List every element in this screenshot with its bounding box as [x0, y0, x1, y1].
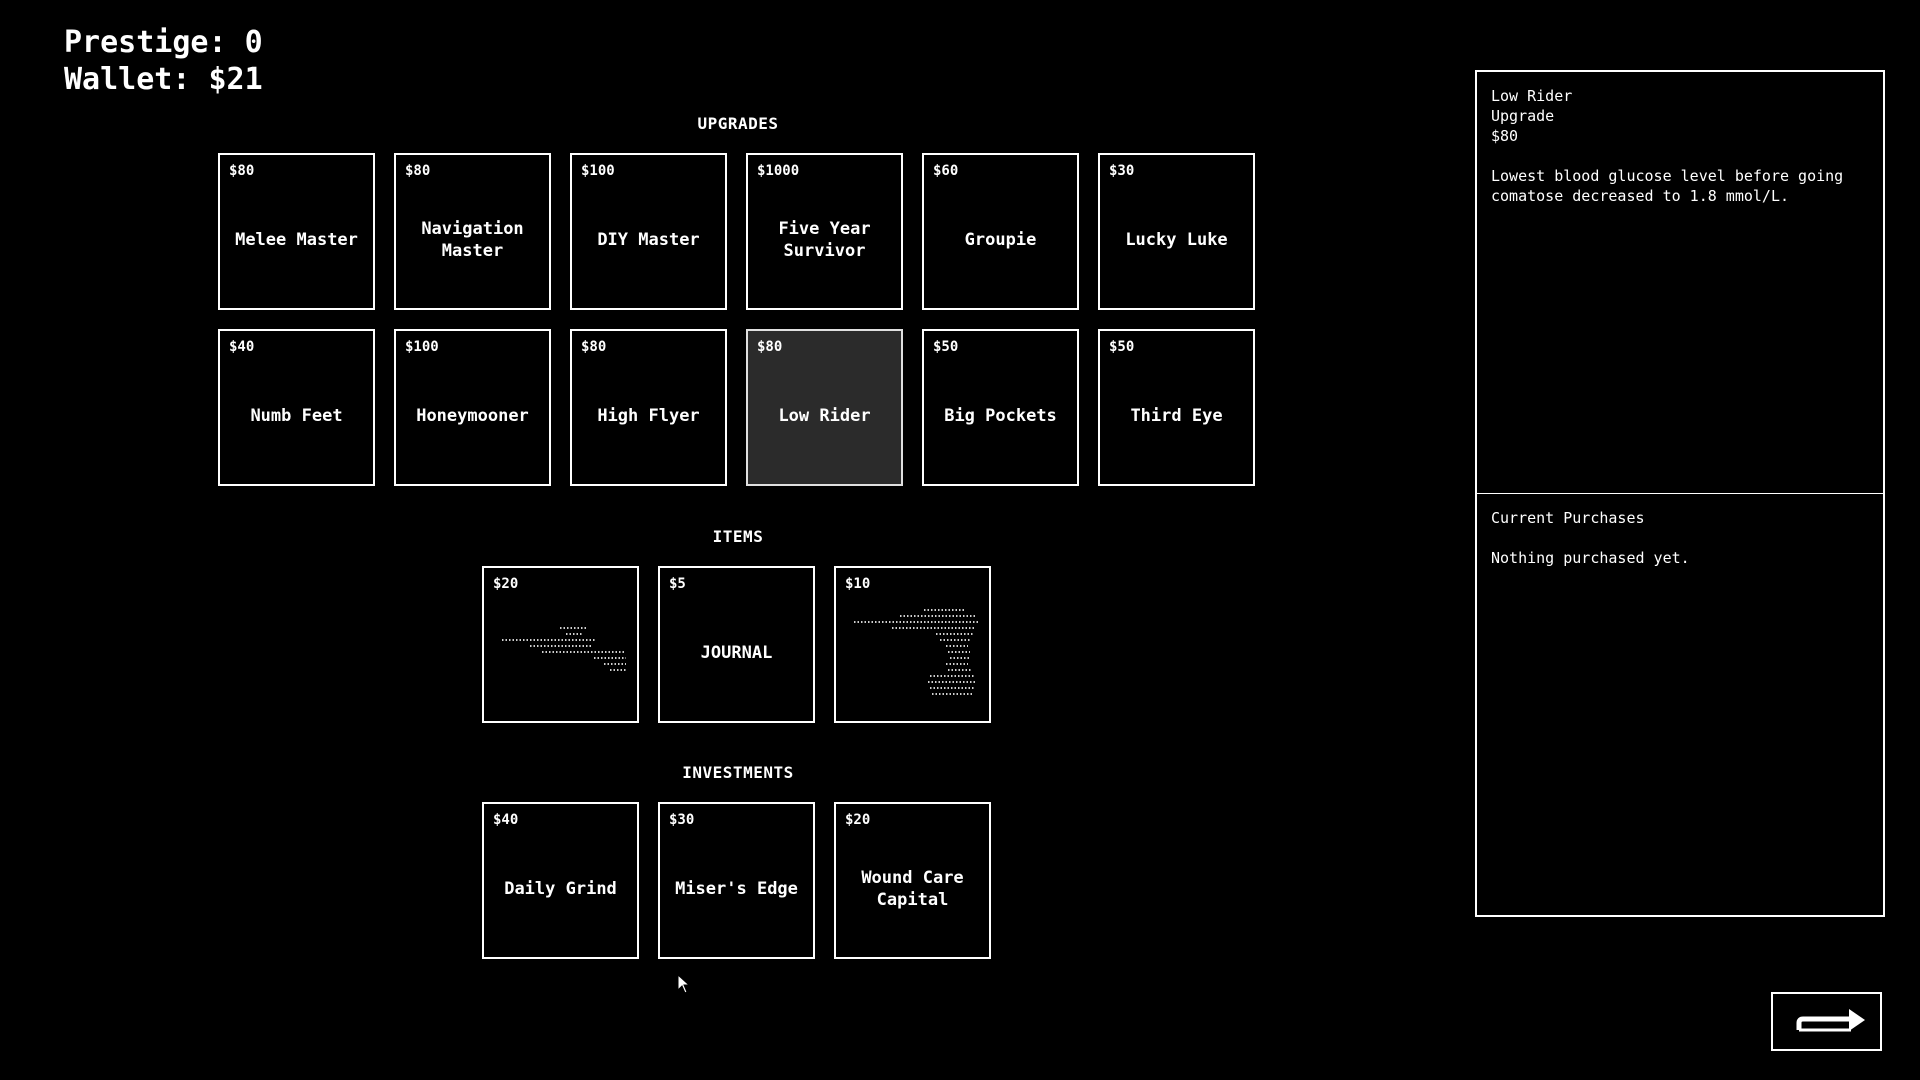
purchases-panel: Current Purchases Nothing purchased yet. [1475, 493, 1885, 917]
upgrade-card-low-rider[interactable]: $80 Low Rider [746, 329, 903, 486]
card-name: Numb Feet [250, 405, 343, 426]
card-name: High Flyer [597, 405, 700, 426]
card-price: $40 [493, 812, 519, 828]
card-price: $80 [229, 163, 255, 179]
upgrades-heading: UPGRADES [697, 114, 779, 133]
card-price: $100 [405, 339, 439, 355]
upgrade-card-groupie[interactable]: $60 Groupie [922, 153, 1079, 310]
investment-card-misers-edge[interactable]: $30 Miser's Edge [658, 802, 815, 959]
upgrade-card-navigation-master[interactable]: $80 Navigation Master [394, 153, 551, 310]
investment-card-daily-grind[interactable]: $40 Daily Grind [482, 802, 639, 959]
prestige-counter: Prestige: 0 [64, 25, 263, 60]
wallet-balance: Wallet: $21 [64, 62, 263, 97]
detail-price: $80 [1491, 127, 1519, 145]
card-price: $50 [1109, 339, 1135, 355]
card-price: $50 [933, 339, 959, 355]
ascii-rifle-icon [502, 627, 626, 671]
card-name: Groupie [964, 229, 1037, 250]
card-price: $30 [1109, 163, 1135, 179]
card-name: Honeymooner [416, 405, 529, 426]
purchases-heading: Current Purchases [1491, 509, 1645, 527]
card-name: Melee Master [235, 229, 358, 250]
upgrade-card-diy-master[interactable]: $100 DIY Master [570, 153, 727, 310]
investments-heading: INVESTMENTS [682, 763, 794, 782]
card-name: DIY Master [597, 229, 700, 250]
upgrade-card-lucky-luke[interactable]: $30 Lucky Luke [1098, 153, 1255, 310]
card-price: $1000 [757, 163, 800, 179]
item-card-journal[interactable]: $5 JOURNAL [658, 566, 815, 723]
card-price: $80 [405, 163, 431, 179]
card-name: Navigation Master [421, 218, 524, 261]
item-card-pistol[interactable]: $10 [834, 566, 991, 723]
detail-description: Lowest blood glucose level before going … [1491, 167, 1844, 205]
next-arrow-icon [1796, 1009, 1865, 1032]
ascii-pistol-icon [854, 609, 978, 695]
card-price: $60 [933, 163, 959, 179]
purchases-empty-text: Nothing purchased yet. [1491, 549, 1690, 567]
card-price: $20 [845, 812, 871, 828]
card-price: $80 [581, 339, 607, 355]
upgrade-card-five-year-survivor[interactable]: $1000 Five Year Survivor [746, 153, 903, 310]
card-price: $100 [581, 163, 615, 179]
card-name: Daily Grind [504, 878, 617, 899]
card-name: Big Pockets [944, 405, 1057, 426]
player-stats: Prestige: 0 Wallet: $21 [64, 24, 263, 98]
card-name: Low Rider [778, 405, 871, 426]
upgrade-card-third-eye[interactable]: $50 Third Eye [1098, 329, 1255, 486]
card-name: Third Eye [1130, 405, 1223, 426]
detail-title: Low Rider [1491, 87, 1573, 105]
detail-type: Upgrade [1491, 107, 1555, 125]
card-price: $40 [229, 339, 255, 355]
upgrade-card-big-pockets[interactable]: $50 Big Pockets [922, 329, 1079, 486]
next-button[interactable] [1771, 992, 1882, 1051]
card-name: Miser's Edge [675, 878, 798, 899]
upgrade-card-numb-feet[interactable]: $40 Numb Feet [218, 329, 375, 486]
mouse-cursor-icon [677, 974, 691, 994]
card-price: $20 [493, 576, 519, 592]
item-card-rifle[interactable]: $20 [482, 566, 639, 723]
card-price: $80 [757, 339, 783, 355]
card-name: Lucky Luke [1125, 229, 1228, 250]
upgrade-card-melee-master[interactable]: $80 Melee Master [218, 153, 375, 310]
card-price: $5 [669, 576, 686, 592]
card-name: JOURNAL [700, 642, 773, 663]
upgrade-card-honeymooner[interactable]: $100 Honeymooner [394, 329, 551, 486]
detail-panel: Low Rider Upgrade $80 Lowest blood gluco… [1475, 70, 1885, 494]
items-heading: ITEMS [712, 527, 764, 546]
card-name: Wound Care Capital [861, 867, 964, 910]
card-price: $10 [845, 576, 871, 592]
card-price: $30 [669, 812, 695, 828]
upgrade-card-high-flyer[interactable]: $80 High Flyer [570, 329, 727, 486]
card-name: Five Year Survivor [778, 218, 871, 261]
investment-card-wound-care-capital[interactable]: $20 Wound Care Capital [834, 802, 991, 959]
